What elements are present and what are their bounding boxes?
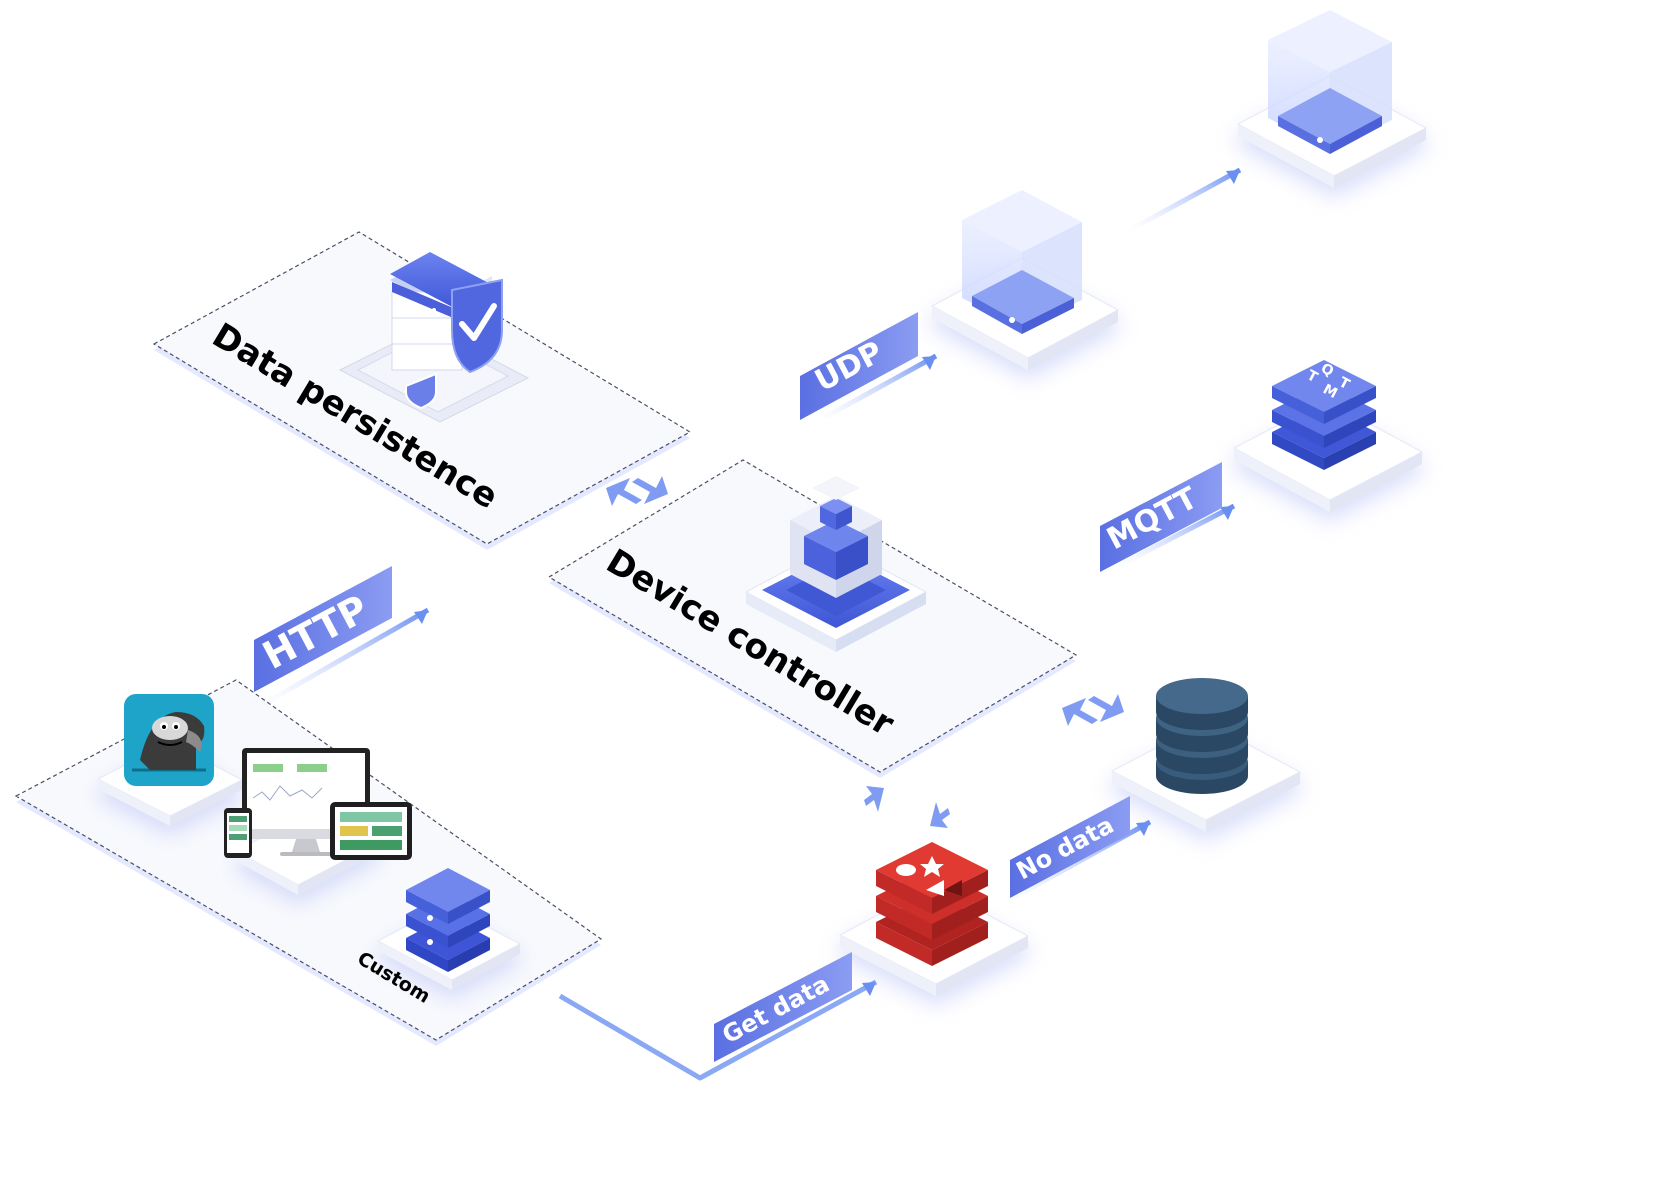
udp-server-cube-icon	[962, 190, 1082, 334]
redis-cache-icon	[876, 842, 988, 966]
arrow-http	[258, 607, 430, 709]
bidirectional-arrows-redis	[864, 786, 950, 828]
mqtt-letter: M	[1320, 381, 1340, 402]
responsive-devices-icon	[224, 748, 412, 860]
arrow-get-data	[558, 979, 878, 1081]
tag-mqtt: MQTT	[1100, 462, 1222, 572]
bidirectional-arrows-persistence	[606, 476, 668, 506]
tag-no-data: No data	[1010, 796, 1130, 898]
shield-server-icon	[338, 252, 530, 423]
cube-stack-icon	[744, 476, 928, 652]
arrow-udp-in	[818, 353, 938, 423]
tag-udp: UDP	[800, 312, 918, 420]
bidirectional-arrows-database	[1062, 694, 1124, 726]
app-logo-icon	[124, 694, 214, 786]
database-icon	[1156, 678, 1248, 794]
http-label: HTTP	[256, 586, 376, 678]
custom-server-stack-icon	[406, 868, 490, 972]
udp-endpoint-cube-icon	[1268, 10, 1392, 154]
arrow-mqtt	[1116, 503, 1236, 569]
mqtt-broker-icon: T Q M T	[1272, 360, 1376, 470]
arrow-udp-out	[1128, 167, 1242, 233]
tag-http: HTTP	[254, 566, 392, 692]
